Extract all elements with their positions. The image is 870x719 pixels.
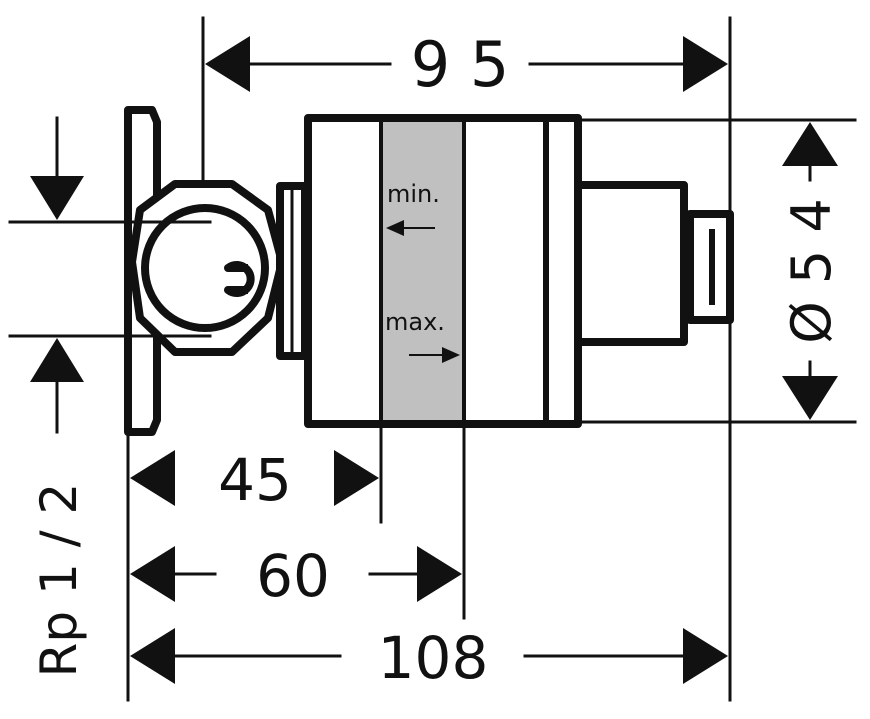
cartridge-neck xyxy=(574,181,688,346)
max-marker: max. xyxy=(385,308,460,363)
dimension-108-label: 108 xyxy=(378,624,489,692)
dimension-45-label: 45 xyxy=(218,446,292,514)
adjust-zone xyxy=(381,122,464,420)
max-label: max. xyxy=(385,308,445,336)
dimension-60-label: 60 xyxy=(256,542,330,610)
dimension-diameter-label: Ø 5 4 xyxy=(780,198,843,344)
dimension-95-label: 9 5 xyxy=(411,28,510,101)
dimension-45: 45 xyxy=(130,446,379,514)
connector-ring xyxy=(141,204,269,332)
dimension-thread: Rp 1 / 2 xyxy=(30,116,88,678)
dimension-diameter: Ø 5 4 xyxy=(780,122,843,420)
dimension-95: 9 5 xyxy=(205,28,728,101)
dimension-108: 108 xyxy=(130,624,728,692)
connector-slot xyxy=(224,261,255,297)
min-marker: min. xyxy=(386,180,440,236)
min-label: min. xyxy=(387,180,440,208)
dimension-60: 60 xyxy=(130,542,462,610)
dimension-thread-label: Rp 1 / 2 xyxy=(30,483,88,678)
